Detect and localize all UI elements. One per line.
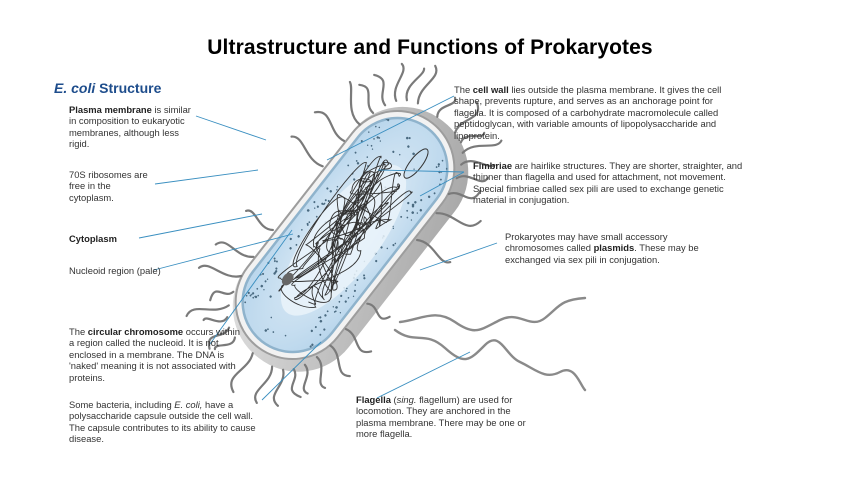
- cytoplasm-term: Cytoplasm: [69, 233, 117, 244]
- plasma-membrane-term: Plasma membrane: [69, 104, 152, 115]
- cell-wall-pre: The: [454, 84, 473, 95]
- label-fimbriae: Fimbriae are hairlike structures. They a…: [473, 160, 751, 206]
- pilus: [255, 367, 272, 403]
- pilus: [210, 291, 233, 300]
- pilus: [204, 317, 228, 321]
- fimbriae-desc: are hairlike structures. They are shorte…: [473, 160, 742, 205]
- label-plasma-membrane: Plasma membrane is similar in compositio…: [69, 104, 199, 150]
- cell-wall-term: cell wall: [473, 84, 509, 95]
- label-nucleoid: Nucleoid region (pale): [69, 265, 161, 276]
- chromosome-pre: The: [69, 326, 88, 337]
- pilus: [437, 98, 455, 117]
- pilus: [350, 82, 360, 125]
- flagella-sing: sing.: [397, 394, 417, 405]
- label-cytoplasm: Cytoplasm: [69, 233, 117, 244]
- capsule-pre: Some bacteria, including: [69, 399, 174, 410]
- pilus: [406, 69, 424, 101]
- flagella: [395, 298, 585, 390]
- label-chromosome: The circular chromosome occurs within a …: [69, 326, 247, 383]
- pilus: [292, 137, 323, 167]
- pilus: [292, 369, 301, 397]
- pilus: [187, 305, 229, 316]
- pilus: [199, 266, 241, 277]
- label-flagella: Flagella (sing. flagellum) are used for …: [356, 394, 526, 440]
- pilus: [418, 66, 437, 104]
- ribosomes-desc: 70S ribosomes are free in the cytoplasm.: [69, 169, 148, 203]
- chromosome-term: circular chromosome: [88, 326, 183, 337]
- pilus: [216, 242, 254, 256]
- label-ribosomes: 70S ribosomes are free in the cytoplasm.: [69, 169, 149, 203]
- pilus: [315, 112, 344, 141]
- pilus: [246, 211, 273, 230]
- flagella-term: Flagella: [356, 394, 391, 405]
- capsule-organism: E. coli,: [174, 399, 202, 410]
- pilus: [374, 75, 385, 105]
- label-capsule: Some bacteria, including E. coli, have a…: [69, 399, 259, 445]
- pilus: [395, 64, 404, 101]
- pilus: [463, 141, 502, 153]
- fimbriae-term: Fimbriae: [473, 160, 512, 171]
- label-plasmids: Prokaryotes may have small accessory chr…: [505, 231, 727, 265]
- pilus: [359, 85, 373, 113]
- nucleoid-desc: Nucleoid region (pale): [69, 265, 161, 276]
- plasmids-term: plasmids: [594, 242, 635, 253]
- label-cell-wall: The cell wall lies outside the plasma me…: [454, 84, 722, 141]
- pilus: [274, 370, 284, 406]
